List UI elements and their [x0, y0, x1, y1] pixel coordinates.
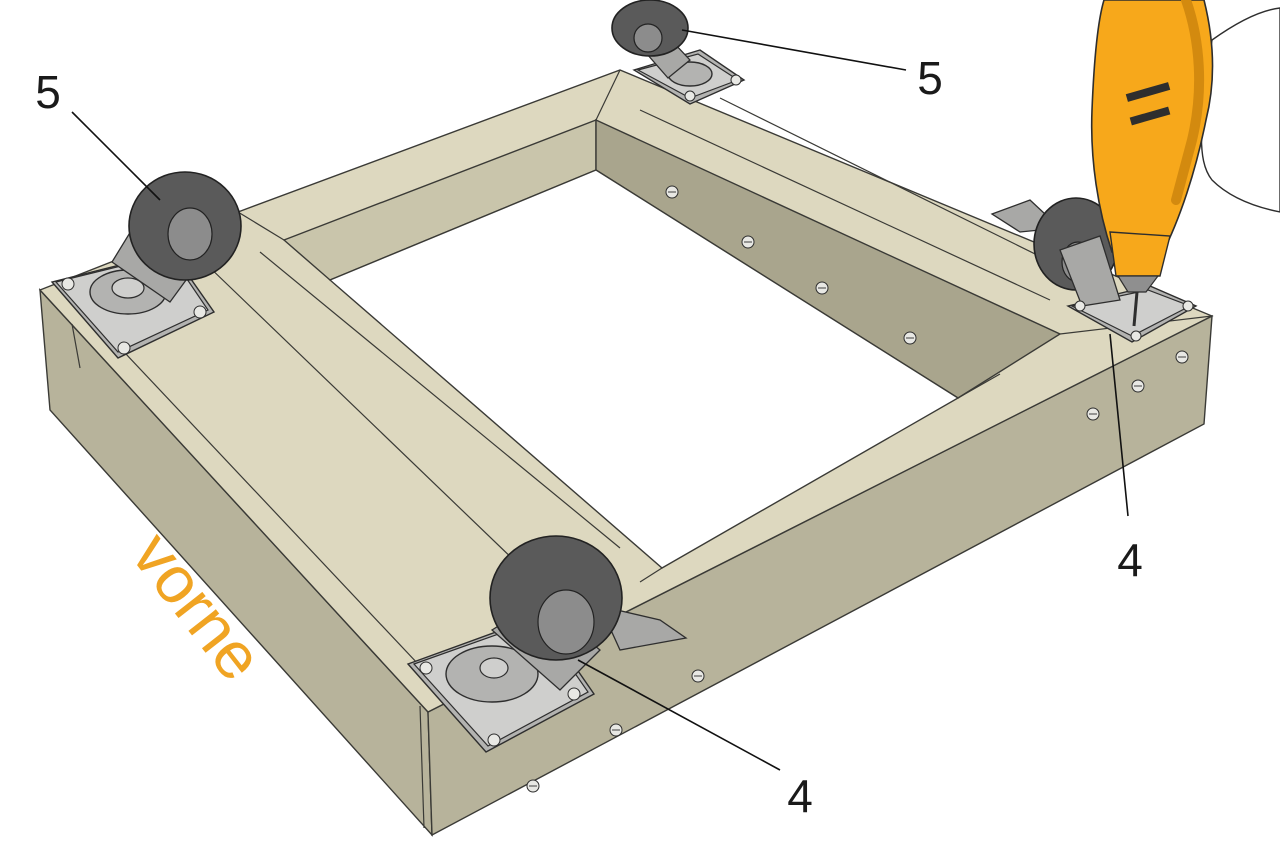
leader-lines [71, 29, 1129, 771]
screw-icon [609, 723, 623, 737]
screw-icon [665, 185, 679, 199]
hand [1200, 7, 1280, 213]
screw-icon [1130, 330, 1142, 342]
caster-wheel-icon [406, 535, 688, 753]
drill-bit [1132, 291, 1139, 327]
screw-icon [1086, 407, 1100, 421]
board-seam [595, 69, 621, 121]
screw-icon [903, 331, 917, 345]
screw-icon [1182, 300, 1194, 312]
caster-wheel-icon [50, 171, 242, 359]
callout-caster-right: 4 [1117, 534, 1143, 586]
screw-icon [1175, 350, 1189, 364]
screw-icon [117, 341, 131, 355]
board-seam [259, 251, 621, 549]
drill-icon [1090, 0, 1280, 327]
caster-wheel-icon [611, 0, 746, 105]
board-seam [419, 705, 425, 829]
callout-caster-left: 5 [35, 66, 61, 118]
screw-icon [684, 90, 696, 102]
wooden-frame [38, 69, 1214, 837]
board-seam [203, 261, 546, 591]
caster-wheel-icon [990, 197, 1198, 343]
screw-icon [61, 277, 75, 291]
board-seam [237, 211, 285, 241]
board-seam [639, 109, 1051, 301]
screw-icon [193, 305, 207, 319]
screw-icon [567, 687, 581, 701]
screw-icon [526, 779, 540, 793]
callout-caster-front: 4 [787, 770, 813, 822]
board-seam [71, 323, 81, 369]
screw-icon [487, 733, 501, 747]
frame-screws [526, 185, 1189, 793]
drill-chuck [1109, 231, 1171, 277]
screw-icon [815, 281, 829, 295]
board-seam [957, 373, 1001, 399]
callout-caster-back: 5 [917, 52, 943, 104]
screw-icon [691, 669, 705, 683]
screw-icon [419, 661, 433, 675]
screw-icon [741, 235, 755, 249]
board-seam [639, 567, 663, 583]
screw-icon [1074, 300, 1086, 312]
screw-icon [1131, 379, 1145, 393]
screw-icon [730, 74, 742, 86]
